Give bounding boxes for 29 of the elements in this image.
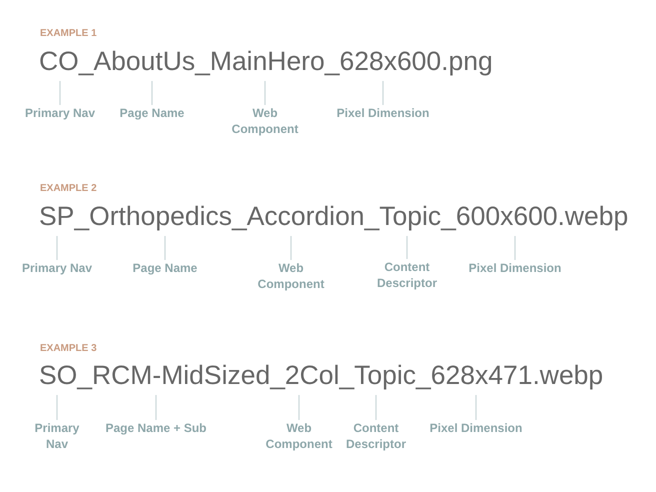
leader-line bbox=[290, 236, 292, 260]
leader-line bbox=[56, 236, 58, 260]
part-label: Primary Nav bbox=[29, 420, 85, 452]
part-label: Pixel Dimension bbox=[333, 105, 433, 121]
leader-line bbox=[298, 394, 300, 420]
part-label: Page Name bbox=[125, 260, 205, 276]
leader-line bbox=[164, 236, 166, 260]
part-label: Primary Nav bbox=[17, 260, 97, 276]
leader-line bbox=[56, 394, 58, 420]
leader-line bbox=[406, 236, 408, 260]
part-label: Page Name bbox=[112, 105, 192, 121]
file-name: CO_AboutUs_MainHero_628x600.png bbox=[39, 41, 493, 81]
part-label: Page Name + Sub bbox=[101, 420, 211, 436]
leader-line bbox=[382, 80, 384, 106]
file-name: SP_Orthopedics_Accordion_Topic_600x600.webp bbox=[39, 196, 628, 236]
part-label: Web Component bbox=[223, 105, 307, 137]
part-label: Content Descriptor bbox=[342, 420, 410, 452]
part-label: Primary Nav bbox=[20, 105, 100, 121]
leader-line bbox=[514, 236, 516, 260]
part-label: Content Descriptor bbox=[372, 259, 442, 291]
example-heading: EXAMPLE 1 bbox=[40, 28, 97, 40]
example-heading: EXAMPLE 3 bbox=[40, 343, 97, 355]
part-label: Web Component bbox=[249, 260, 333, 292]
part-label: Web Component bbox=[258, 420, 340, 452]
part-label: Pixel Dimension bbox=[426, 420, 526, 436]
example-heading: EXAMPLE 2 bbox=[40, 183, 97, 195]
leader-line bbox=[264, 80, 266, 106]
file-name: SO_RCM-MidSized_2Col_Topic_628x471.webp bbox=[39, 355, 604, 395]
part-label: Pixel Dimension bbox=[465, 260, 565, 276]
